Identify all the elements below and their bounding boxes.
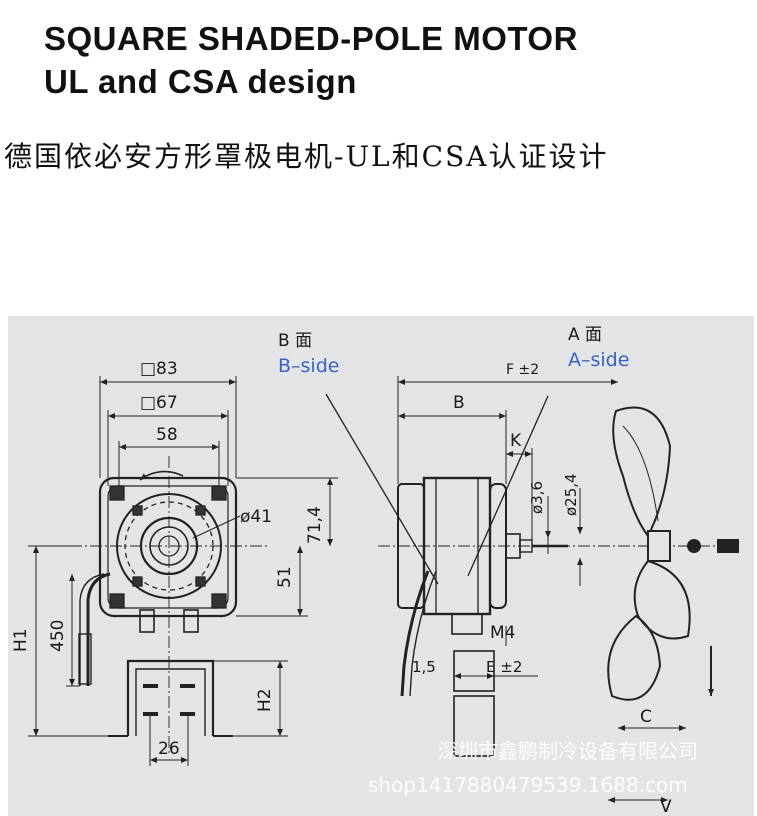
dim-1-5-label: 1,5 xyxy=(412,658,436,676)
side-dimensions xyxy=(397,376,618,679)
dim-67-label: □67 xyxy=(140,393,178,413)
dim-f-label: F ±2 xyxy=(506,362,539,378)
watermark-company: 深圳市鑫鹏制冷设备有限公司 xyxy=(438,739,698,763)
title-line-1: SQUARE SHADED-POLE MOTOR xyxy=(44,20,578,57)
dim-e-label: E ±2 xyxy=(486,658,522,676)
dim-83-label: □83 xyxy=(140,359,178,379)
dim-3-6-label: ø3,6 xyxy=(528,481,546,514)
dim-25-4-label: ø25,4 xyxy=(562,473,580,516)
dim-51-label: 51 xyxy=(275,566,295,588)
drawing-svg: □83 □67 58 ø41 71,4 51 H1 450 H2 26 B 面 … xyxy=(11,325,739,816)
technical-drawing: □83 □67 58 ø41 71,4 51 H1 450 H2 26 B 面 … xyxy=(8,316,754,816)
dim-71-4-label: 71,4 xyxy=(305,506,325,544)
dim-m4-label: M4 xyxy=(490,623,515,643)
front-dimensions xyxy=(28,376,338,766)
title-line-2: UL and CSA design xyxy=(44,63,357,100)
side-view-motor xyxy=(325,393,568,757)
front-view-motor xyxy=(78,470,238,686)
chinese-subtitle: 德国依必安方形罩极电机-UL和CSA认证设计 xyxy=(4,140,609,173)
mounting-bracket xyxy=(108,659,233,737)
dim-h1-label: H1 xyxy=(11,628,31,652)
watermark-shop: shop1417880479539.1688.com xyxy=(368,773,688,797)
b-side-cn-label: B 面 xyxy=(278,331,312,351)
dim-41-label: ø41 xyxy=(240,507,272,527)
a-side-cn-label: A 面 xyxy=(568,325,602,345)
dim-c-label: C xyxy=(640,707,652,727)
fan-blade xyxy=(607,406,739,803)
dim-k-label: K xyxy=(510,431,522,451)
dim-26-label: 26 xyxy=(158,739,180,759)
dim-v-label: V xyxy=(660,797,672,816)
dim-58-label: 58 xyxy=(156,425,178,445)
a-side-label: A–side xyxy=(568,349,629,371)
dim-450-label: 450 xyxy=(48,620,68,652)
dim-b-label: B xyxy=(453,393,465,413)
dim-h2-label: H2 xyxy=(255,688,275,712)
b-side-label: B–side xyxy=(278,355,339,377)
